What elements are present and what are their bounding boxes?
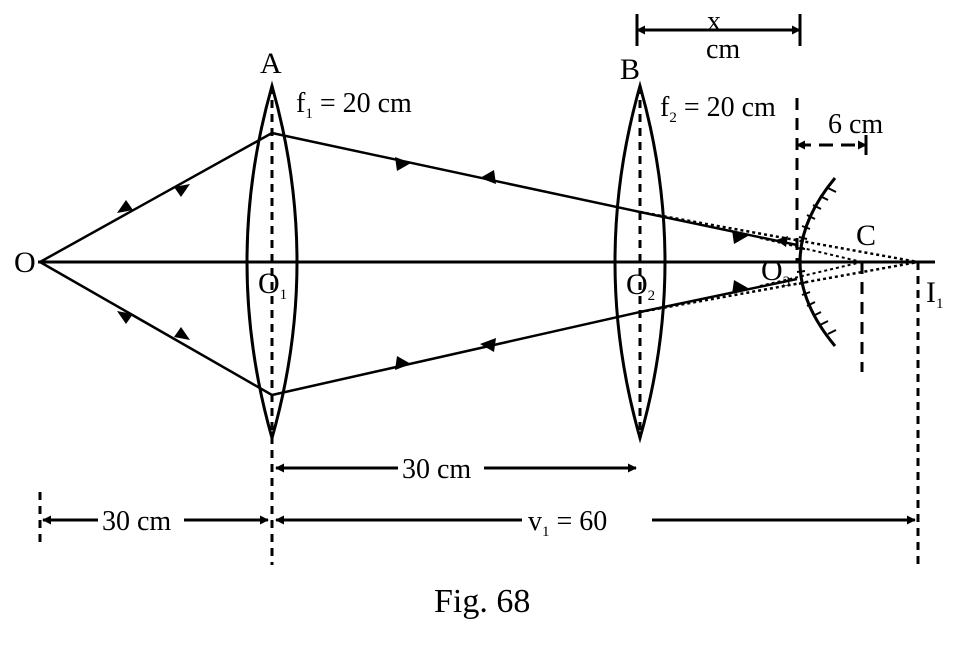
lens-a-label: A — [260, 47, 282, 80]
object-distance-label: 30 cm — [102, 506, 171, 537]
lens-b-label: B — [620, 53, 640, 86]
x-label: x — [707, 6, 721, 37]
v1-label: v1 = 60 — [528, 506, 607, 540]
convex-mirror — [798, 177, 837, 347]
f1-label: f1 = 20 cm — [296, 88, 412, 122]
virtual-rays-to-i1 — [639, 210, 919, 314]
f2-label: f2 = 20 cm — [660, 92, 776, 126]
mirror-center-label: C — [856, 219, 876, 252]
image-label: I1 — [926, 276, 944, 312]
x-unit-label: cm — [706, 34, 740, 65]
six-cm-label: 6 cm — [828, 109, 883, 140]
figure-caption: Fig. 68 — [434, 583, 530, 620]
center-1-label: O1 — [258, 267, 287, 303]
center-2-label: O2 — [626, 268, 655, 304]
ray-lower-2 — [271, 310, 641, 397]
ray-direction-arrows — [117, 157, 788, 370]
gap-30-label: 30 cm — [402, 454, 471, 485]
ray-upper-1 — [39, 131, 273, 264]
ray-lower-1 — [39, 260, 273, 397]
center-3-label: O3 — [761, 254, 790, 290]
object-point-label: O — [14, 246, 36, 279]
ray-upper-2 — [271, 131, 641, 214]
